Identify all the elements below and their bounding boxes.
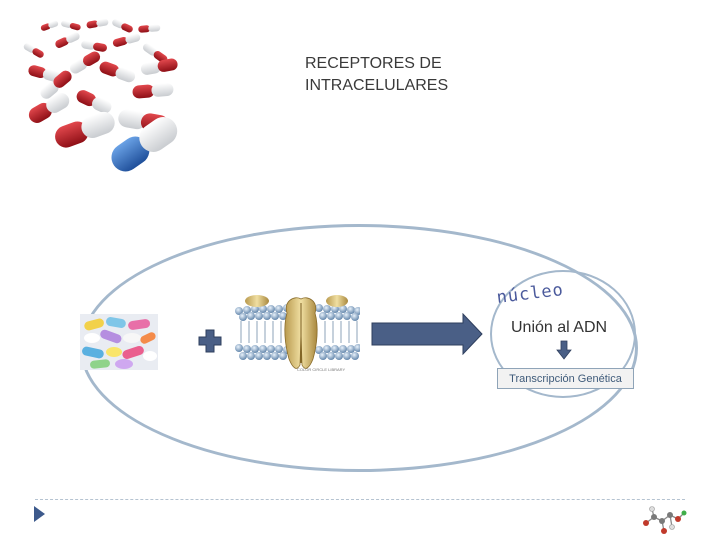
down-arrow-icon xyxy=(556,340,572,360)
play-triangle-icon[interactable] xyxy=(34,506,45,522)
slide-title: RECEPTORES DE INTRACELULARES xyxy=(305,53,565,97)
footer-divider xyxy=(35,499,685,500)
dna-binding-label: Unión al ADN xyxy=(511,319,608,336)
plus-icon xyxy=(198,329,222,353)
transcription-box: Transcripción Genética xyxy=(497,368,634,389)
slide-title-line-2: INTRACELULARES xyxy=(305,77,449,94)
tablets-image xyxy=(80,314,158,370)
right-arrow-icon xyxy=(371,313,483,355)
membrane-receptor-image: COLOR CIRCLE LIBRARY xyxy=(235,293,360,373)
membrane-image-caption: COLOR CIRCLE LIBRARY xyxy=(297,367,345,372)
slide-title-line-1: RECEPTORES DE xyxy=(305,55,442,72)
transcription-label: Transcripción Genética xyxy=(509,372,622,385)
nucleus-outline xyxy=(490,270,636,398)
capsules-image xyxy=(23,18,178,172)
molecule-icon xyxy=(643,506,687,534)
